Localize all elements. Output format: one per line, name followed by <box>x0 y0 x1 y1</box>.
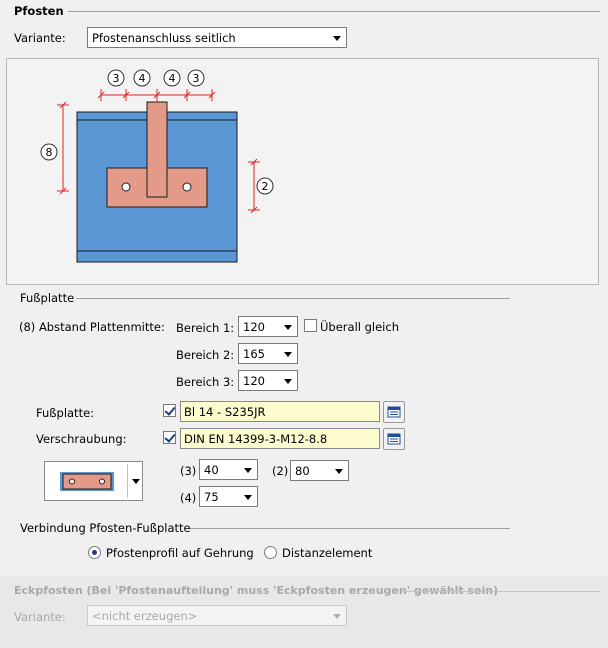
variante-label: Variante: <box>14 31 66 45</box>
fussplatte-section-title: Fußplatte <box>20 291 75 305</box>
dim3-label: (3) <box>180 464 197 478</box>
radio-distanzelement-label: Distanzelement <box>282 546 373 560</box>
dim3-value: 40 <box>204 463 219 477</box>
dim2-label: (2) <box>272 464 289 478</box>
fussplatte-catalog-button[interactable] <box>383 401 405 423</box>
plate-type-picker[interactable] <box>44 461 143 501</box>
eckpfosten-section-title: Eckpfosten (Bei 'Pfostenaufteilung' muss… <box>14 584 499 597</box>
ueberall-gleich-checkbox[interactable] <box>304 319 317 332</box>
bolt-hole-left <box>121 182 131 192</box>
chevron-down-icon <box>284 379 292 384</box>
verbindung-section-title: Verbindung Pfosten-Fußplatte <box>20 521 191 535</box>
catalog-icon <box>387 406 401 418</box>
bolt-hole-right <box>182 182 192 192</box>
bereich-3-dropdown[interactable]: 120 <box>238 370 298 391</box>
eckpfosten-divider <box>402 591 600 592</box>
dim2-value: 80 <box>295 464 310 478</box>
picker-divider <box>127 464 128 498</box>
dim-label-top-1: 3 <box>113 72 120 85</box>
verschraubung-field[interactable]: DIN EN 14399-3-M12-8.8 <box>180 428 380 449</box>
top-dimension-chain <box>97 89 216 101</box>
dim-label-top-4: 3 <box>193 72 200 85</box>
plate-preview-icon <box>60 472 114 491</box>
bereich-1-dropdown[interactable]: 120 <box>238 316 298 337</box>
bereich-2-value: 165 <box>243 347 265 361</box>
left-dimension <box>57 101 69 195</box>
dim4-label: (4) <box>180 491 197 505</box>
verschraubung-label: Verschraubung: <box>36 432 127 446</box>
bereich-2-label: Bereich 2: <box>176 348 235 362</box>
pfosten-section-title: Pfosten <box>14 4 64 18</box>
bereich-3-value: 120 <box>243 374 265 388</box>
bereich-1-value: 120 <box>243 320 265 334</box>
variante-dropdown-value: Pfostenanschluss seitlich <box>92 31 236 45</box>
fussplatte-label: Fußplatte: <box>36 406 95 420</box>
radio-distanzelement[interactable] <box>264 546 277 559</box>
radio-gehrung[interactable] <box>88 546 101 559</box>
eckpfosten-variante-value: <nicht erzeugen> <box>92 609 198 623</box>
fussplatte-divider <box>76 298 510 299</box>
dim4-value: 75 <box>204 490 219 504</box>
dim-label-left: 8 <box>46 146 53 159</box>
radio-gehrung-label: Pfostenprofil auf Gehrung <box>106 546 254 560</box>
dim-label-right: 2 <box>262 180 269 193</box>
dim3-dropdown[interactable]: 40 <box>199 459 258 480</box>
post-profile <box>146 101 168 198</box>
verschraubung-checkbox[interactable] <box>163 431 176 444</box>
fussplatte-field[interactable]: Bl 14 - S235JR <box>180 401 380 422</box>
chevron-down-icon <box>132 479 140 484</box>
chevron-down-icon <box>333 614 341 619</box>
verbindung-divider <box>190 528 510 529</box>
pfosten-diagram: 3 4 4 3 8 2 <box>40 69 274 263</box>
pfosten-divider <box>68 11 600 12</box>
bereich-1-label: Bereich 1: <box>176 321 235 335</box>
catalog-icon <box>387 433 401 445</box>
chevron-down-icon <box>244 468 252 473</box>
chevron-down-icon <box>333 36 341 41</box>
chevron-down-icon <box>335 469 343 474</box>
right-dimension <box>248 158 260 214</box>
eckpfosten-variante-dropdown[interactable]: <nicht erzeugen> <box>87 605 347 626</box>
verschraubung-catalog-button[interactable] <box>383 428 405 450</box>
chevron-down-icon <box>244 495 252 500</box>
chevron-down-icon <box>284 352 292 357</box>
abstand-label: (8) Abstand Plattenmitte: <box>19 320 165 334</box>
variante-dropdown[interactable]: Pfostenanschluss seitlich <box>87 27 347 48</box>
dim-label-top-3: 4 <box>169 72 176 85</box>
bereich-3-label: Bereich 3: <box>176 375 235 389</box>
diagram-panel: 3 4 4 3 8 2 <box>6 58 599 285</box>
chevron-down-icon <box>284 325 292 330</box>
dim-label-top-2: 4 <box>139 72 146 85</box>
dim4-dropdown[interactable]: 75 <box>199 486 258 507</box>
dim2-dropdown[interactable]: 80 <box>290 460 349 481</box>
fussplatte-checkbox[interactable] <box>163 404 176 417</box>
eckpfosten-variante-label: Variante: <box>14 610 66 624</box>
ueberall-gleich-label: Überall gleich <box>320 320 399 334</box>
bereich-2-dropdown[interactable]: 165 <box>238 343 298 364</box>
